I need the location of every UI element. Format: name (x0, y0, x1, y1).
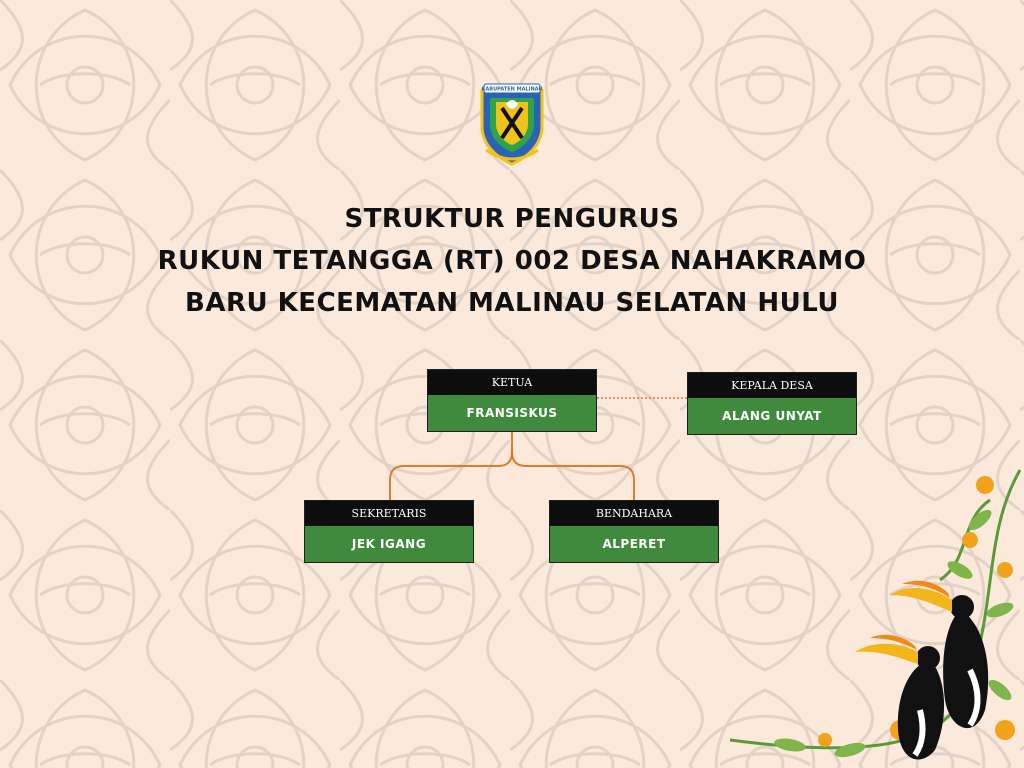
node-sekretaris-role: SEKRETARIS (305, 501, 473, 526)
node-bendahara-role: BENDAHARA (550, 501, 718, 526)
node-kepala-desa-name: ALANG UNYAT (688, 398, 856, 434)
hornbill-decoration (730, 469, 1022, 760)
hornbill-upper-icon (890, 580, 989, 729)
node-kepala-desa-role: KEPALA DESA (688, 373, 856, 398)
regency-crest-logo: KABUPATEN MALINAU (480, 83, 544, 166)
hornbill-lower-icon (855, 634, 945, 760)
node-sekretaris-name: JEK IGANG (305, 526, 473, 562)
leaf-icon (774, 509, 1014, 758)
node-kepala-desa: KEPALA DESA ALANG UNYAT (687, 372, 857, 435)
title-line-1: STRUKTUR PENGURUS (344, 204, 680, 234)
page-title: STRUKTUR PENGURUS RUKUN TETANGGA (RT) 00… (0, 198, 1024, 324)
node-bendahara-name: ALPERET (550, 526, 718, 562)
node-ketua-name: FRANSISKUS (428, 395, 596, 431)
node-bendahara: BENDAHARA ALPERET (549, 500, 719, 563)
title-line-2: RUKUN TETANGGA (RT) 002 DESA NAHAKRAMO (157, 246, 867, 276)
logo-text: KABUPATEN MALINAU (482, 87, 543, 93)
node-ketua: KETUA FRANSISKUS (427, 369, 597, 432)
connector-ketua-to-children (389, 432, 635, 500)
node-ketua-role: KETUA (428, 370, 596, 395)
node-sekretaris: SEKRETARIS JEK IGANG (304, 500, 474, 563)
title-line-3: BARU KECEMATAN MALINAU SELATAN HULU (185, 288, 839, 318)
